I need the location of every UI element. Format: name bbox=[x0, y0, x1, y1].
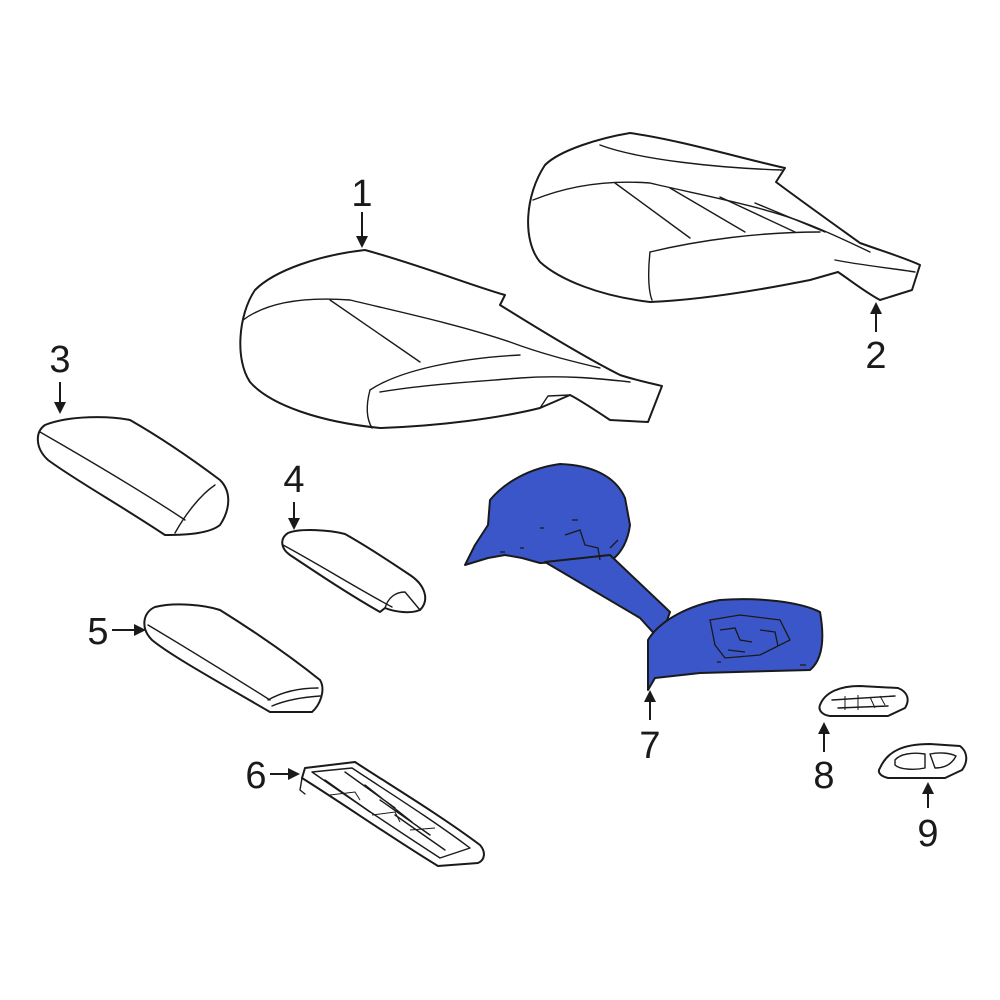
callout-8[interactable]: 8 bbox=[813, 755, 834, 797]
part-7-seat-frame[interactable] bbox=[464, 463, 824, 691]
part-8-switch-bezel[interactable] bbox=[818, 685, 909, 717]
callout-7[interactable]: 7 bbox=[639, 725, 660, 767]
callout-leaders bbox=[54, 212, 934, 808]
part-7-crossbar bbox=[544, 554, 671, 641]
callout-6[interactable]: 6 bbox=[245, 755, 266, 797]
part-2-seat-cushion[interactable] bbox=[527, 132, 921, 303]
part-6-seat-pan[interactable] bbox=[299, 761, 485, 867]
callout-2[interactable]: 2 bbox=[865, 335, 886, 377]
callout-1[interactable]: 1 bbox=[351, 173, 372, 215]
part-1-seat-cover[interactable] bbox=[239, 249, 663, 429]
callout-4[interactable]: 4 bbox=[283, 459, 304, 501]
part-7-front-side-panel bbox=[647, 598, 824, 691]
callout-3[interactable]: 3 bbox=[49, 339, 70, 381]
part-5-pad[interactable] bbox=[143, 603, 324, 713]
part-4-pad[interactable] bbox=[281, 529, 427, 614]
callout-labels: 1 2 3 4 5 6 7 8 9 bbox=[49, 173, 938, 855]
callout-9[interactable]: 9 bbox=[917, 813, 938, 855]
callout-5[interactable]: 5 bbox=[87, 611, 108, 653]
part-3-bolster[interactable] bbox=[36, 416, 230, 536]
part-7-rear-side-panel bbox=[464, 463, 631, 566]
part-9-switch-trim[interactable] bbox=[877, 743, 968, 779]
